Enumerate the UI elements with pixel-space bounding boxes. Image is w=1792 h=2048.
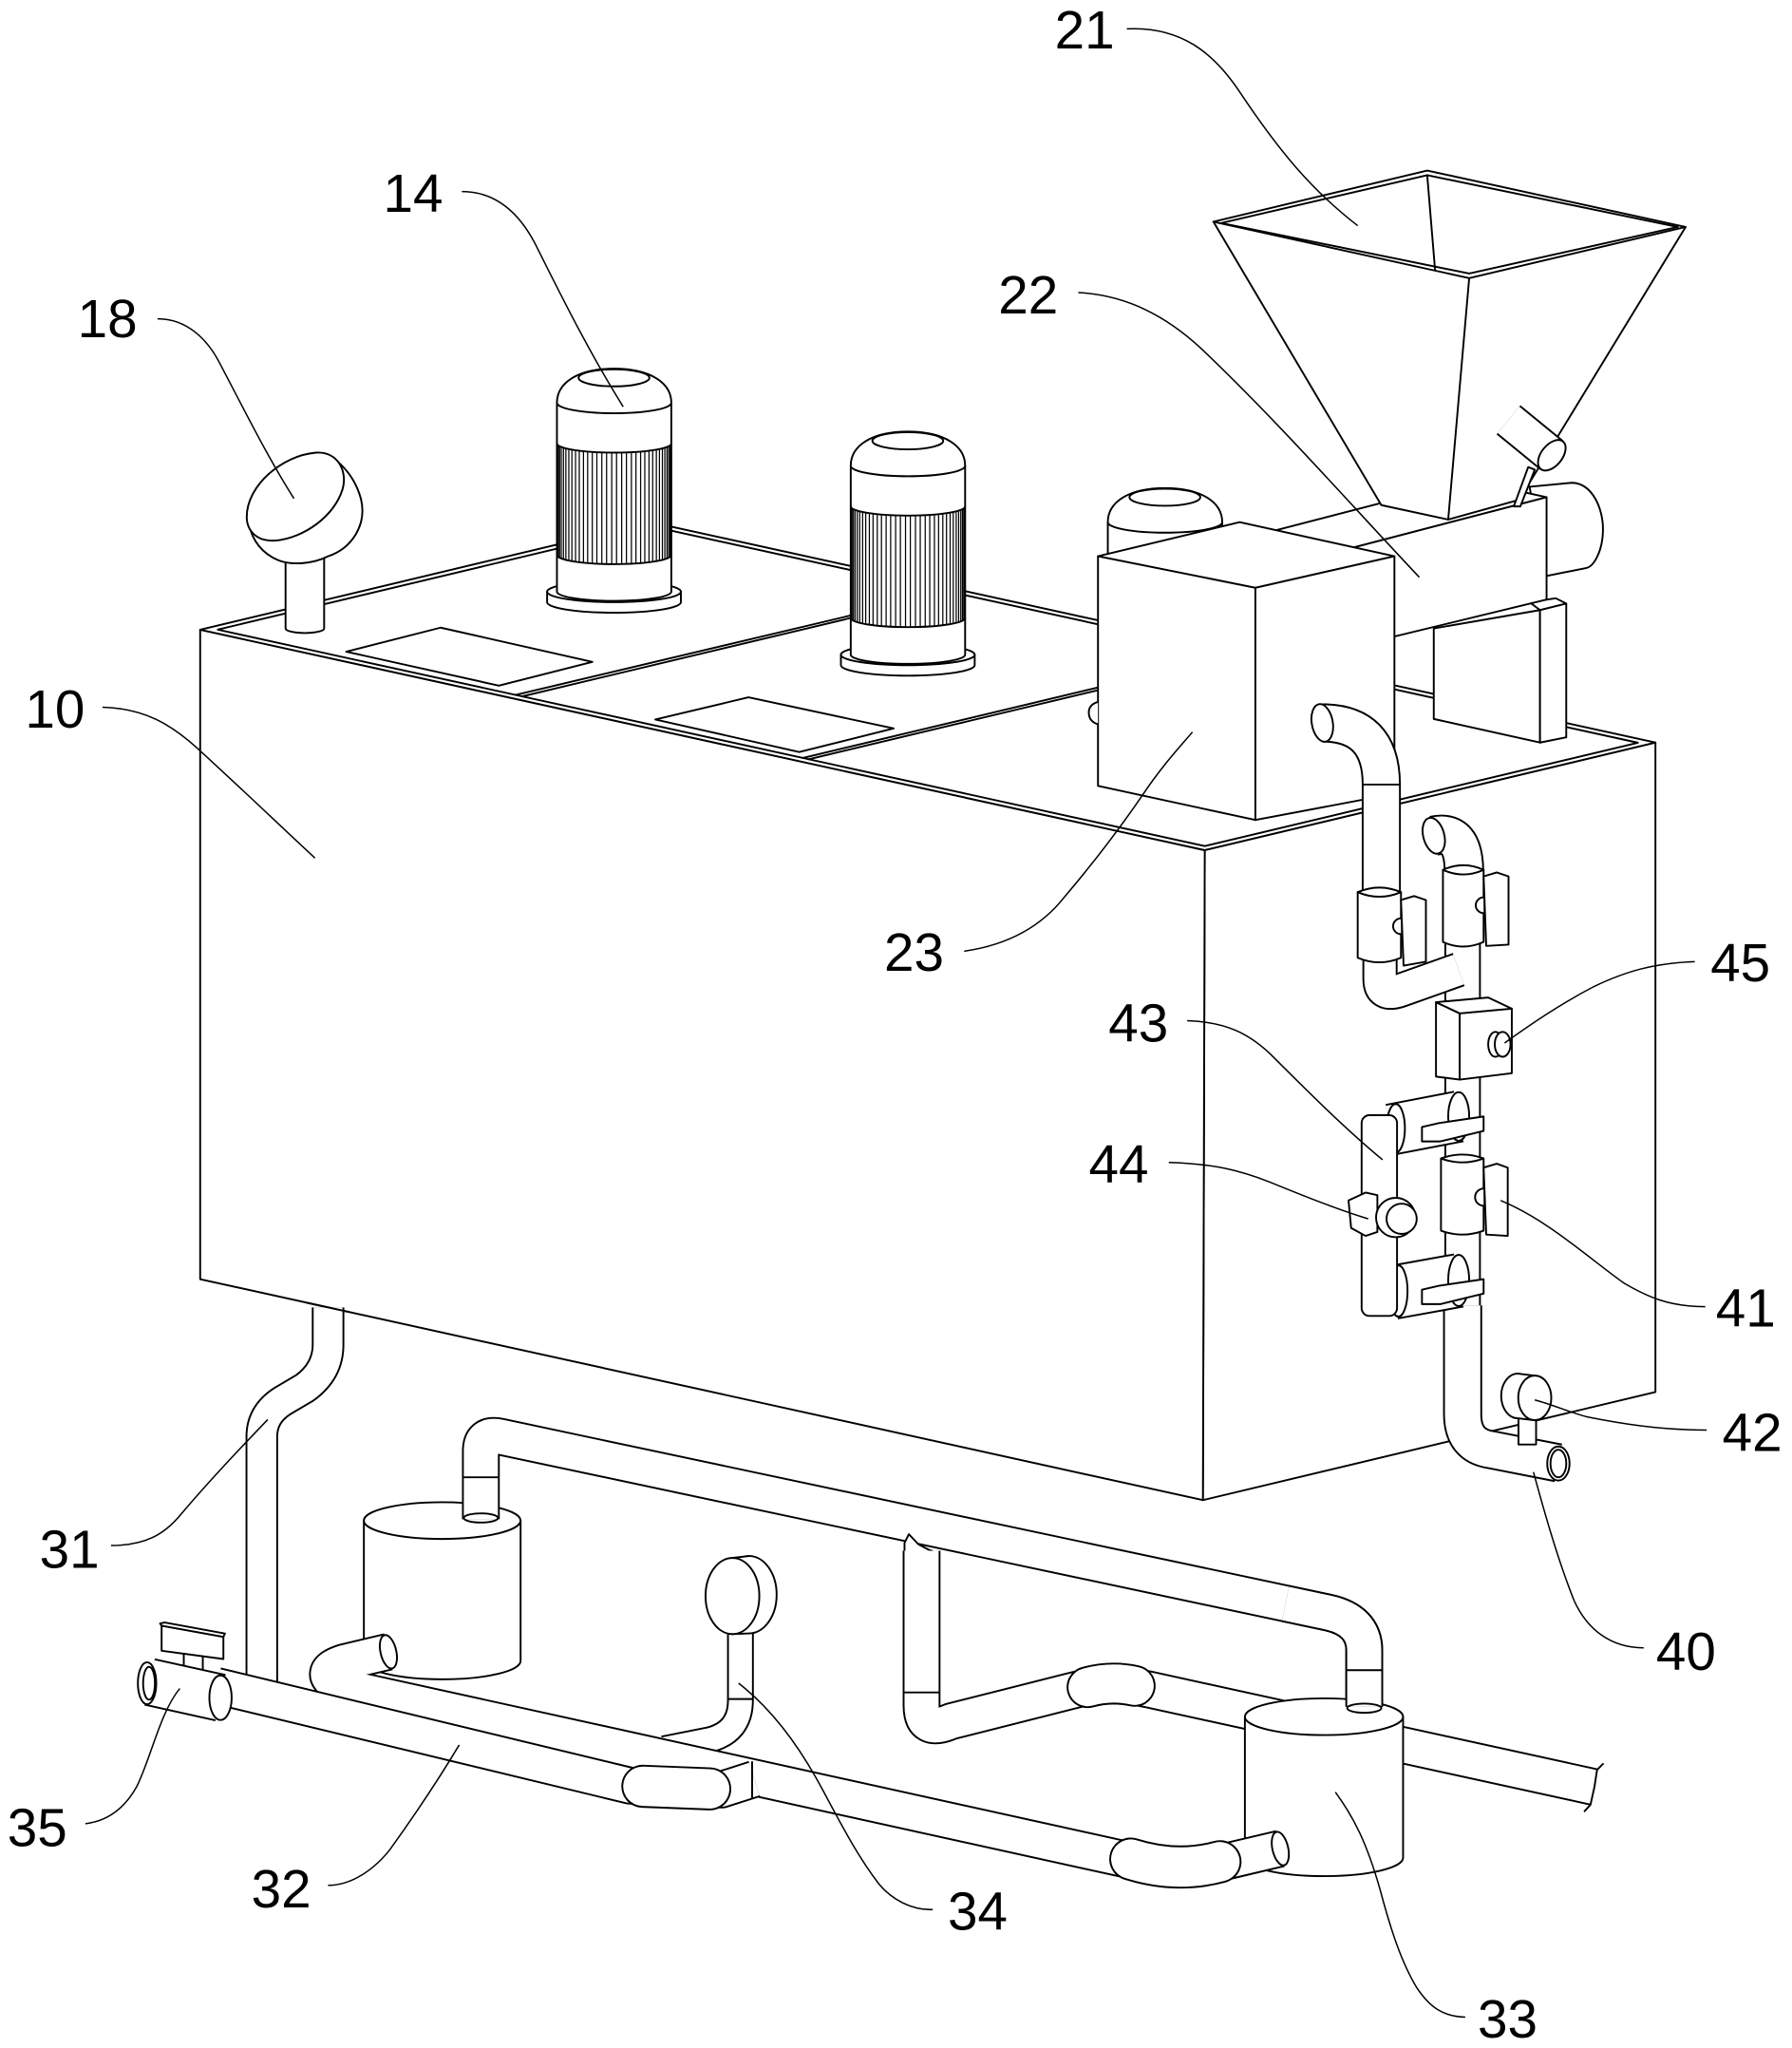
callout-label-41: 41 bbox=[1716, 1278, 1776, 1337]
callout-label-35: 35 bbox=[8, 1797, 67, 1857]
callout-label-33: 33 bbox=[1478, 1989, 1537, 2048]
valve-stem-knob bbox=[1475, 1188, 1483, 1205]
gauge-face bbox=[706, 1558, 760, 1634]
pipe-bore bbox=[1286, 1603, 1365, 1707]
callout-label-21: 21 bbox=[1055, 0, 1115, 60]
gauge-face bbox=[1518, 1375, 1552, 1420]
meter-front-face bbox=[1436, 1002, 1460, 1079]
callout-label-22: 22 bbox=[998, 265, 1058, 325]
valve-coupling-ring bbox=[209, 1676, 231, 1720]
motor-top-cap bbox=[1129, 488, 1200, 505]
callout-label-32: 32 bbox=[252, 1859, 311, 1919]
leader-line-40 bbox=[1534, 1472, 1644, 1648]
callout-label-42: 42 bbox=[1723, 1403, 1783, 1463]
callout-label-40: 40 bbox=[1656, 1621, 1716, 1681]
valve-upper-left bbox=[1358, 887, 1426, 965]
block-front-face bbox=[1434, 610, 1540, 742]
flow-meter-45 bbox=[1436, 997, 1512, 1079]
pipe-31 bbox=[262, 1302, 349, 1697]
valve-upper-right bbox=[1443, 865, 1508, 947]
s-bend-coupling bbox=[1087, 1683, 1135, 1687]
valve-stem-knob bbox=[1476, 898, 1483, 914]
hopper-21 bbox=[1214, 171, 1686, 520]
callout-label-14: 14 bbox=[383, 163, 443, 223]
tank-33-inlet-coupling bbox=[1131, 1859, 1220, 1867]
valve-handle bbox=[1483, 872, 1508, 945]
valve-stem-knob bbox=[1393, 919, 1401, 935]
callout-label-44: 44 bbox=[1089, 1134, 1149, 1194]
gauge-34 bbox=[664, 1556, 777, 1749]
coupling-bore bbox=[643, 1786, 709, 1789]
valve-handle bbox=[1401, 896, 1425, 965]
pipe-32-coupling bbox=[643, 1786, 709, 1789]
motor-body bbox=[851, 465, 965, 664]
leader-line-21 bbox=[1127, 28, 1358, 225]
leader-line-31 bbox=[111, 1419, 268, 1545]
motor-top-cap bbox=[578, 370, 650, 387]
callout-label-45: 45 bbox=[1710, 933, 1770, 993]
leader-line-32 bbox=[328, 1745, 459, 1886]
callout-label-10: 10 bbox=[25, 679, 85, 739]
meter-knob bbox=[1495, 1032, 1511, 1056]
hopper-silhouette bbox=[1214, 171, 1686, 520]
motor-body bbox=[556, 403, 670, 601]
callout-label-43: 43 bbox=[1108, 994, 1168, 1053]
pipe-bore bbox=[262, 1307, 329, 1697]
knob-cap bbox=[1386, 1204, 1417, 1234]
block-side-face bbox=[1540, 603, 1567, 742]
valve-35 bbox=[138, 1622, 232, 1720]
motor-2 bbox=[840, 431, 974, 675]
valve-handle bbox=[1483, 1164, 1507, 1236]
gauge-pipe-bore bbox=[664, 1627, 741, 1749]
upper-return-pipe-drop bbox=[1286, 1603, 1382, 1713]
coupling-bore bbox=[1087, 1683, 1135, 1687]
callout-label-34: 34 bbox=[948, 1882, 1008, 1942]
callout-label-31: 31 bbox=[40, 1519, 100, 1579]
valve-41 bbox=[1441, 1154, 1507, 1236]
coupling-bore bbox=[1131, 1859, 1220, 1867]
motor-14 bbox=[547, 369, 681, 613]
callout-label-23: 23 bbox=[884, 922, 944, 982]
box-left-face bbox=[1098, 557, 1255, 821]
motor-top-cap bbox=[873, 432, 944, 449]
callout-label-18: 18 bbox=[78, 289, 138, 349]
control-box-23 bbox=[1089, 522, 1395, 821]
